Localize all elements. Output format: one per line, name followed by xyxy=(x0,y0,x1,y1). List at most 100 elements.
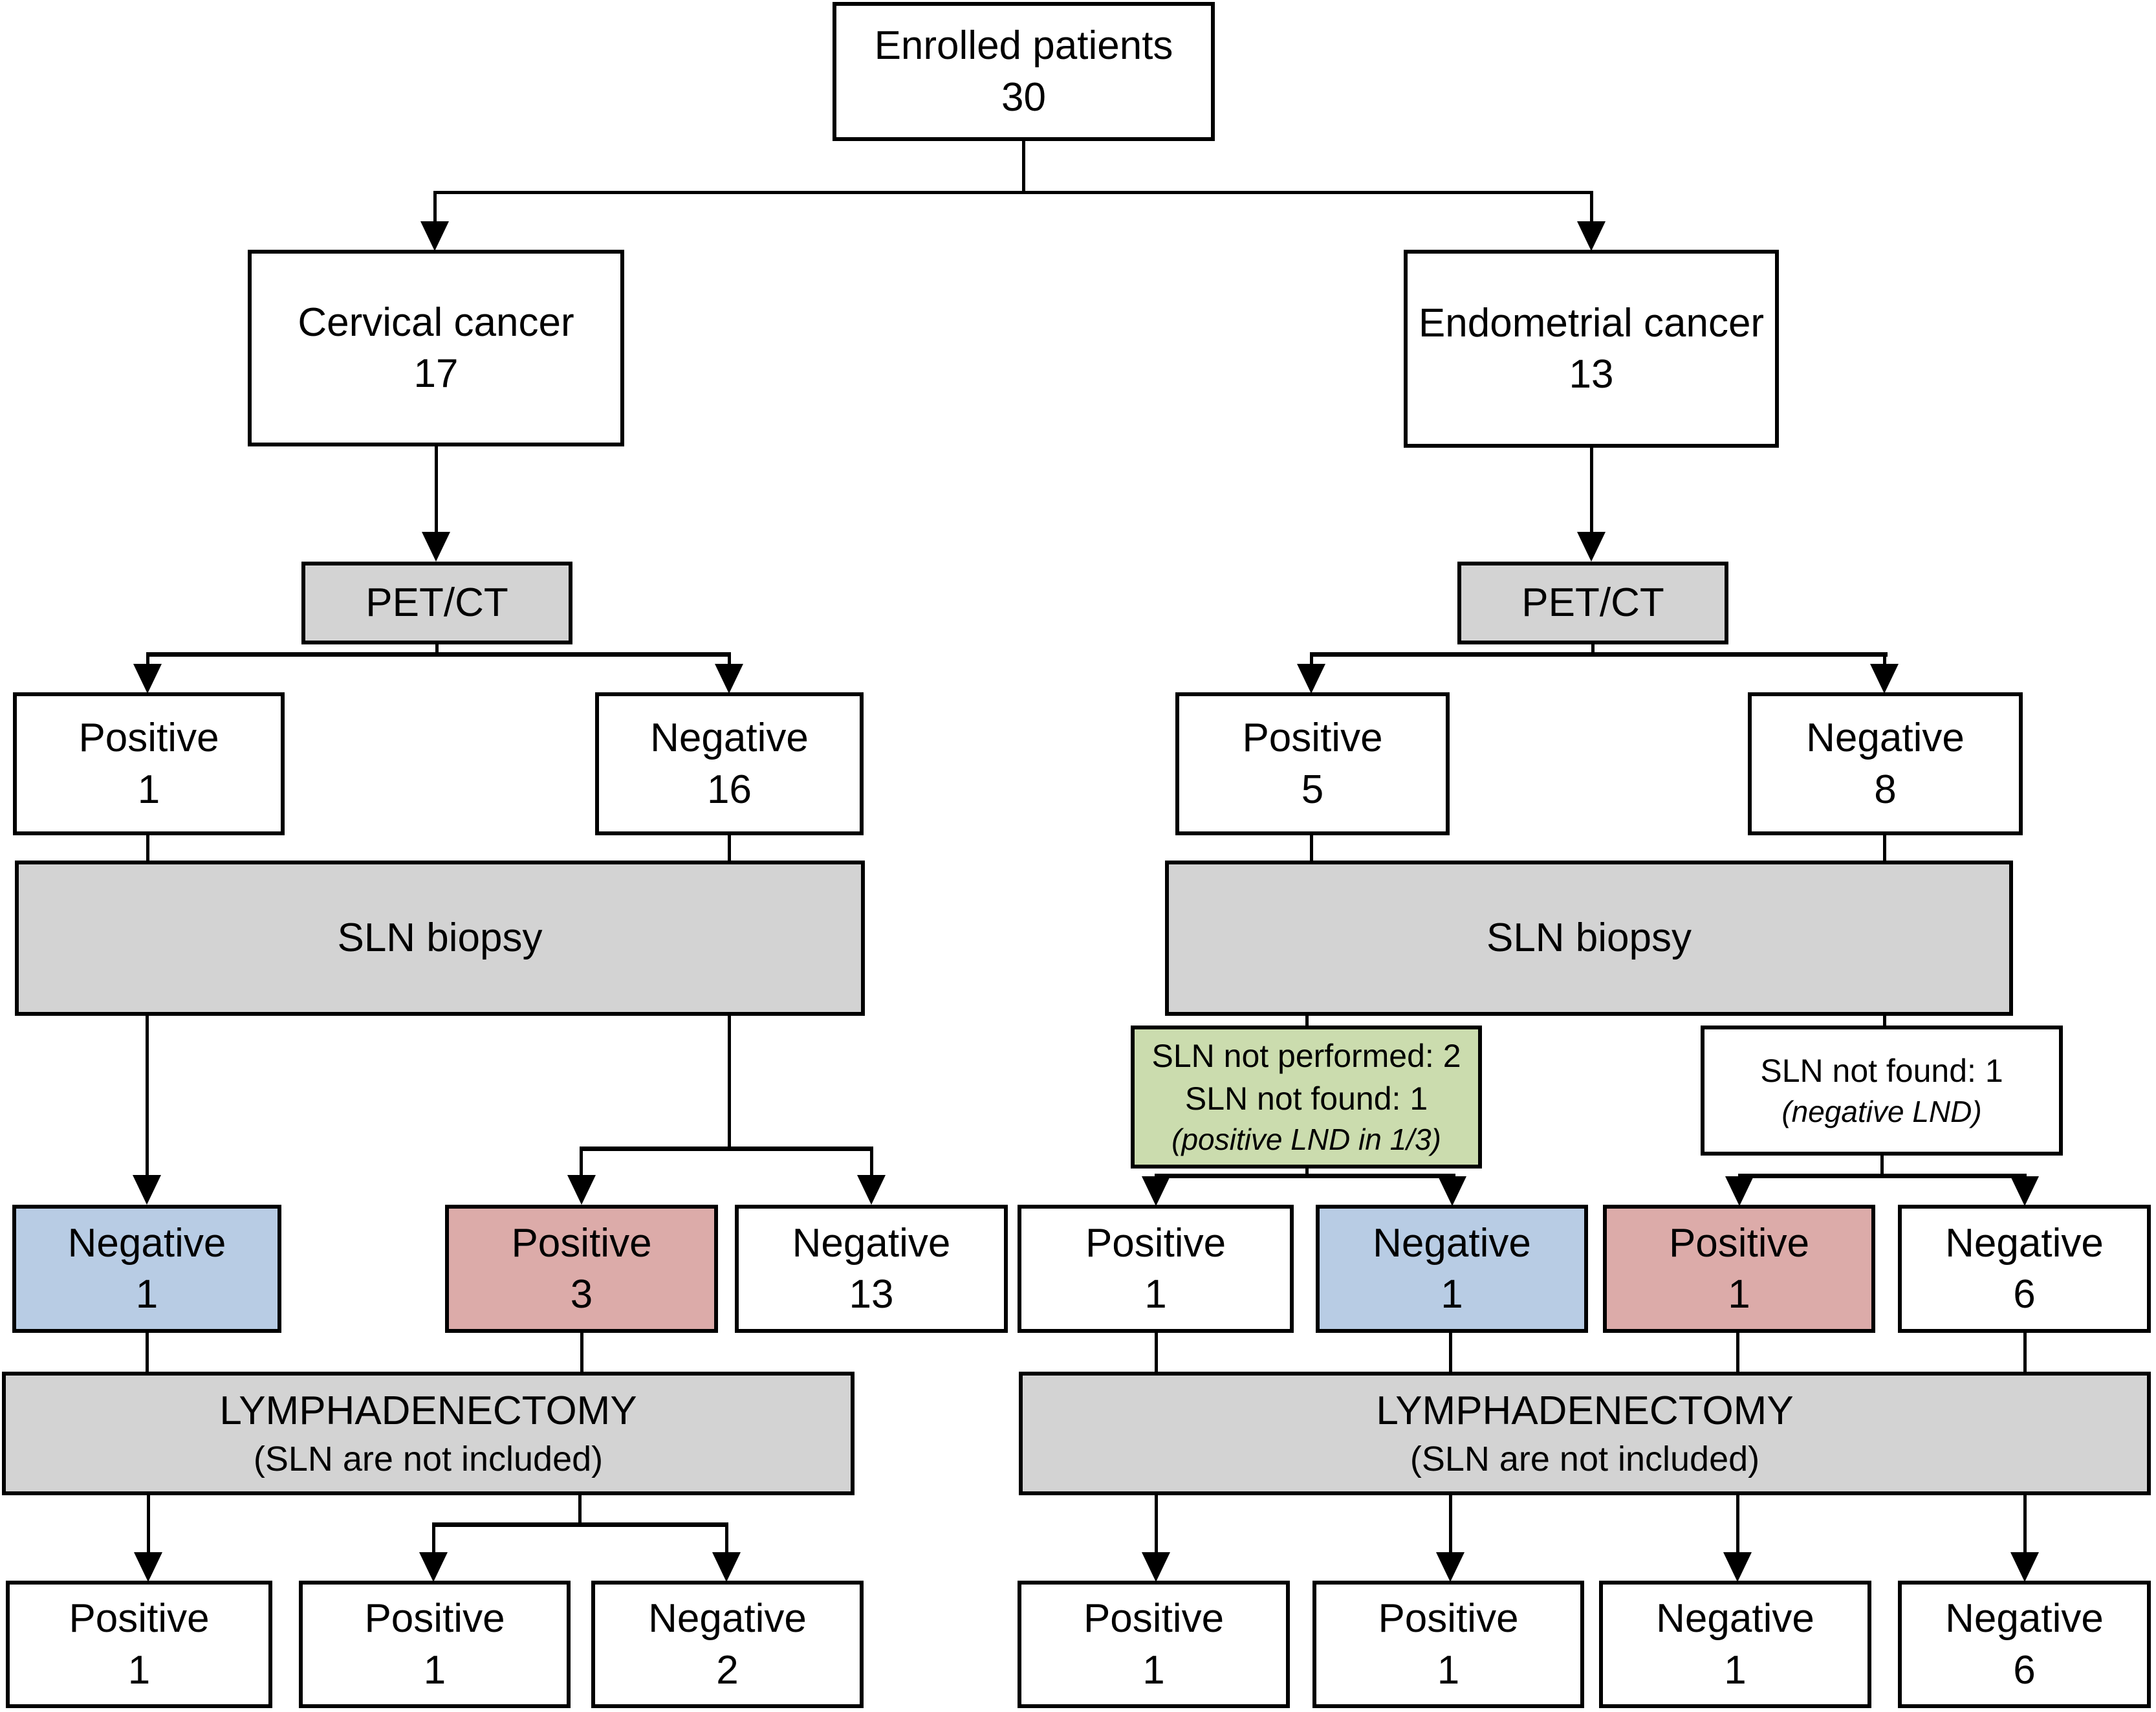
endometrial-pet-positive-count: 5 xyxy=(1301,767,1324,812)
arrowhead-cervical-final1 xyxy=(134,1552,162,1582)
connector-petpos-to-sln-cervical xyxy=(146,835,149,861)
connector-lymph-cervical-left-stem xyxy=(147,1495,150,1553)
cervical-sln-neg1-count: 1 xyxy=(135,1272,158,1317)
box-cervical-final-positive1: Positive 1 xyxy=(6,1581,272,1708)
connector-sln-cervical-left-stem xyxy=(146,1016,149,1178)
arrowhead-endometrial-final1 xyxy=(1142,1552,1170,1582)
sln-note-not-performed-line3: (positive LND in 1/3) xyxy=(1171,1123,1441,1157)
arrowhead-endometrial-sln-positive1 xyxy=(1142,1176,1170,1206)
connector-petneg-to-sln-cervical xyxy=(728,835,731,861)
connector-cervical-to-petct xyxy=(435,446,438,534)
box-lymphadenectomy-cervical: LYMPHADENECTOMY (SLN are not included) xyxy=(2,1372,855,1495)
box-endometrial-sln-positive1: Positive 1 xyxy=(1018,1205,1294,1333)
box-petct-endometrial: PET/CT xyxy=(1457,562,1728,644)
connector-root-stem xyxy=(1022,141,1025,191)
arrowhead-cervical-sln-positive3 xyxy=(567,1175,596,1205)
cervical-final1-count: 1 xyxy=(127,1647,151,1693)
connector-lymph-endometrial-stem3 xyxy=(1736,1495,1739,1555)
enrolled-patients-count: 30 xyxy=(1001,74,1046,120)
endometrial-final3-label: Negative xyxy=(1656,1596,1814,1641)
box-cervical-pet-negative: Negative 16 xyxy=(595,692,864,835)
box-endometrial-cancer: Endometrial cancer 13 xyxy=(1404,250,1779,448)
connector-pos1b-to-lymph-endometrial xyxy=(1736,1333,1739,1372)
endometrial-sln-pos1b-count: 1 xyxy=(1728,1272,1750,1317)
connector-lymph-endometrial-stem1 xyxy=(1155,1495,1158,1555)
connector-lymph-cervical-split xyxy=(432,1522,728,1527)
connector-lymph-cervical-split-right xyxy=(725,1522,728,1553)
petct-cervical-label: PET/CT xyxy=(365,580,508,626)
arrowhead-to-cervical xyxy=(420,221,449,251)
connector-petct-endometrial-left xyxy=(1310,652,1313,665)
enrolled-patients-label: Enrolled patients xyxy=(874,23,1173,69)
connector-lymph-cervical-split-left xyxy=(432,1522,435,1553)
arrowhead-cervical-final3 xyxy=(712,1552,741,1582)
box-enrolled-patients: Enrolled patients 30 xyxy=(833,2,1215,141)
box-endometrial-final-negative6: Negative 6 xyxy=(1898,1581,2151,1708)
cervical-sln-neg1-label: Negative xyxy=(67,1220,226,1266)
connector-petct-endometrial-right xyxy=(1883,652,1886,665)
connector-lymph-endometrial-stem2 xyxy=(1449,1495,1452,1555)
box-cervical-sln-negative-from-positive: Negative 1 xyxy=(12,1205,281,1333)
box-petct-cervical: PET/CT xyxy=(301,562,572,644)
box-endometrial-final-positive2: Positive 1 xyxy=(1312,1581,1584,1708)
box-sln-note-not-found: SLN not found: 1 (negative LND) xyxy=(1701,1026,2063,1156)
connector-green-note-stem xyxy=(1305,1169,1309,1178)
box-endometrial-sln-negative6: Negative 6 xyxy=(1898,1205,2151,1333)
box-sln-biopsy-cervical: SLN biopsy xyxy=(15,861,865,1016)
cervical-sln-neg13-count: 13 xyxy=(849,1272,894,1317)
connector-pos1-to-lymph-endometrial xyxy=(1155,1333,1158,1372)
box-sln-note-not-performed: SLN not performed: 2 SLN not found: 1 (p… xyxy=(1131,1026,1482,1169)
cervical-final2-label: Positive xyxy=(364,1596,505,1641)
connector-neg1-to-lymph-cervical xyxy=(146,1333,149,1372)
cervical-final1-label: Positive xyxy=(69,1596,210,1641)
connector-lymph-cervical-mid-stem xyxy=(578,1495,582,1525)
connector-petct-cervical-split xyxy=(146,652,731,657)
cervical-final2-count: 1 xyxy=(423,1647,446,1693)
connector-petct-cervical-stem xyxy=(435,644,439,655)
arrowhead-endometrial-pet-negative xyxy=(1870,664,1899,694)
cervical-sln-pos3-label: Positive xyxy=(511,1220,652,1266)
box-lymphadenectomy-endometrial: LYMPHADENECTOMY (SLN are not included) xyxy=(1019,1372,2151,1495)
connector-green-note-split xyxy=(1155,1174,1455,1178)
arrowhead-endometrial-petct xyxy=(1577,532,1606,562)
connector-petneg-to-sln-endometrial xyxy=(1883,835,1886,861)
arrowhead-to-endometrial xyxy=(1577,221,1606,251)
endometrial-sln-neg6-label: Negative xyxy=(1945,1220,2104,1266)
connector-white-note-split xyxy=(1738,1174,2027,1178)
endometrial-sln-neg1-count: 1 xyxy=(1441,1272,1463,1317)
connector-root-to-endometrial xyxy=(1590,191,1593,224)
connector-pos3-to-lymph-cervical xyxy=(580,1333,583,1372)
connector-sln-cervical-split xyxy=(580,1147,873,1151)
lymphadenectomy-cervical-line1: LYMPHADENECTOMY xyxy=(219,1388,637,1434)
arrowhead-endometrial-pet-positive xyxy=(1297,664,1325,694)
connector-sln-cervical-split-left xyxy=(580,1147,583,1176)
sln-biopsy-cervical-label: SLN biopsy xyxy=(337,916,543,961)
lymphadenectomy-endometrial-line2: (SLN are not included) xyxy=(1410,1439,1760,1478)
box-cervical-pet-positive: Positive 1 xyxy=(13,692,285,835)
connector-sln-endometrial-to-white-note xyxy=(1883,1016,1886,1027)
endometrial-final4-count: 6 xyxy=(2013,1647,2036,1693)
endometrial-final2-label: Positive xyxy=(1378,1596,1519,1641)
arrowhead-cervical-pet-positive xyxy=(133,664,162,694)
endometrial-pet-negative-count: 8 xyxy=(1874,767,1897,812)
arrowhead-endometrial-final3 xyxy=(1723,1552,1752,1582)
lymphadenectomy-cervical-line2: (SLN are not included) xyxy=(253,1439,604,1478)
connector-petpos-to-sln-endometrial xyxy=(1310,835,1313,861)
arrowhead-cervical-sln-negative1 xyxy=(133,1175,161,1205)
endometrial-final2-count: 1 xyxy=(1437,1647,1460,1693)
arrowhead-endometrial-sln-positive1b xyxy=(1725,1176,1754,1206)
connector-sln-cervical-split-right xyxy=(870,1147,873,1176)
box-endometrial-pet-positive: Positive 5 xyxy=(1175,692,1450,835)
box-endometrial-sln-positive1b: Positive 1 xyxy=(1603,1205,1875,1333)
endometrial-pet-positive-label: Positive xyxy=(1242,716,1383,761)
connector-root-to-cervical xyxy=(433,191,437,224)
connector-sln-cervical-right-stem xyxy=(728,1016,731,1150)
cervical-pet-negative-count: 16 xyxy=(707,767,752,812)
box-endometrial-final-negative1: Negative 1 xyxy=(1599,1581,1871,1708)
arrowhead-endometrial-sln-negative1 xyxy=(1438,1176,1466,1206)
box-cervical-cancer: Cervical cancer 17 xyxy=(248,250,624,446)
arrowhead-endometrial-final2 xyxy=(1436,1552,1465,1582)
cervical-pet-positive-count: 1 xyxy=(137,767,160,812)
endometrial-cancer-count: 13 xyxy=(1569,352,1614,397)
box-cervical-final-negative2: Negative 2 xyxy=(591,1581,864,1708)
